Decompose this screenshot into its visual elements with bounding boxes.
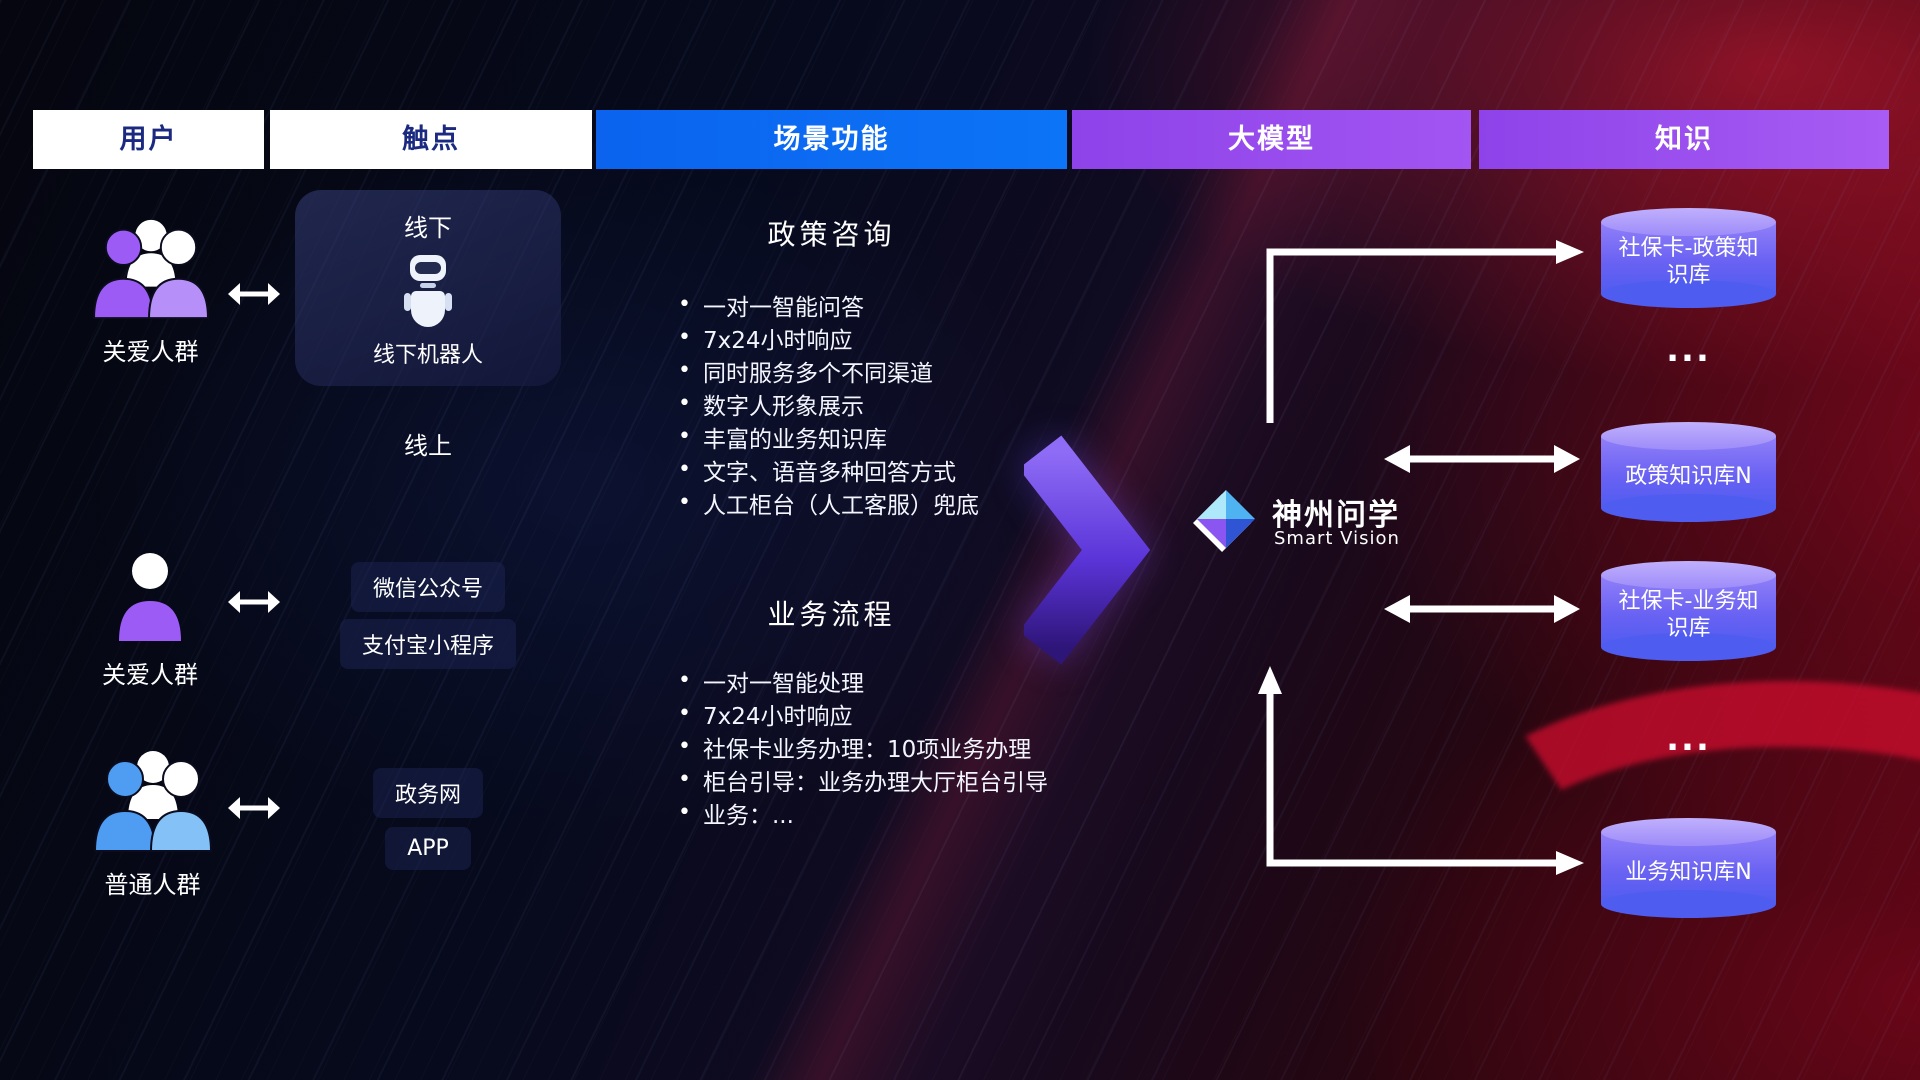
list-item: 社保卡业务办理：10项业务办理 (678, 730, 1048, 763)
model-name: 神州问学 (1272, 498, 1400, 533)
list-item: 数字人形象展示 (678, 387, 979, 420)
knowledge-db-business-n: 业务知识库N (1601, 818, 1776, 918)
robot-icon (404, 255, 452, 327)
knowledge-db-business-social: 社保卡-业务知识库 (1601, 561, 1776, 661)
user-care-group-2: 关爱人群 (100, 549, 200, 690)
person-icon (119, 553, 181, 641)
cylinder-label: 政策知识库N (1625, 463, 1752, 489)
channel-gov-web: 政务网 (295, 768, 561, 818)
scenario-policy-list: 一对一智能问答 7x24小时响应 同时服务多个不同渠道 数字人形象展示 丰富的业… (678, 288, 979, 519)
scenario-business-list: 一对一智能处理 7x24小时响应 社保卡业务办理：10项业务办理 柜台引导：业务… (678, 664, 1048, 829)
column-header-touchpoint: 触点 (270, 110, 592, 169)
offline-robot-card: 线下 线下机器人 (295, 190, 561, 386)
general-group-icon (93, 751, 212, 852)
column-header-scenario: 场景功能 (596, 110, 1067, 169)
channel-app: APP (295, 827, 561, 870)
online-title: 线上 (404, 432, 452, 460)
column-header-user: 用户 (33, 110, 264, 169)
cylinder-label: 社保卡-政策知识库 (1618, 236, 1759, 288)
offline-title: 线下 (404, 214, 452, 242)
list-item: 7x24小时响应 (678, 697, 1048, 730)
offline-robot-label: 线下机器人 (372, 343, 483, 368)
channel-label: 政务网 (372, 768, 483, 818)
channel-label: 微信公众号 (350, 562, 505, 612)
user-label: 关爱人群 (102, 338, 199, 366)
user-care-group-1: 关爱人群 (78, 212, 223, 367)
list-item: 柜台引导：业务办理大厅柜台引导 (678, 763, 1048, 796)
scenario-title-policy: 政策咨询 (767, 218, 896, 251)
list-item: 同时服务多个不同渠道 (678, 354, 979, 387)
user-general-group: 普通人群 (80, 743, 225, 900)
knowledge-db-policy-social: 社保卡-政策知识库 (1601, 208, 1776, 308)
list-item: 一对一智能问答 (678, 288, 979, 321)
double-arrow-icon (228, 797, 280, 819)
knowledge-ellipsis-2: ... (1666, 719, 1711, 759)
knowledge-db-policy-n: 政策知识库N (1601, 422, 1776, 522)
channel-label: APP (385, 827, 471, 870)
list-item: 文字、语音多种回答方式 (678, 453, 979, 486)
double-arrow-icon (228, 283, 280, 305)
connector-to-db3 (1408, 605, 1556, 613)
connector-to-db2 (1408, 455, 1556, 463)
big-flow-arrow (1024, 435, 1151, 665)
cylinder-label: 社保卡-业务知识库 (1618, 589, 1759, 641)
channel-wechat: 微信公众号 (295, 562, 561, 612)
column-header-model: 大模型 (1072, 110, 1471, 169)
list-item: 人工柜台（人工客服）兜底 (678, 486, 979, 519)
model-subtitle: Smart Vision (1274, 528, 1400, 549)
diamond-logo-icon (1193, 489, 1256, 552)
list-item: 一对一智能处理 (678, 664, 1048, 697)
list-item: 7x24小时响应 (678, 321, 979, 354)
connector-to-db1 (1266, 248, 1556, 423)
care-group-icon (92, 219, 209, 320)
user-label: 关爱人群 (102, 661, 198, 689)
connector-to-db4 (1266, 692, 1556, 867)
double-arrow-icon (228, 591, 280, 613)
list-item: 丰富的业务知识库 (678, 420, 979, 453)
cylinder-label: 业务知识库N (1625, 859, 1752, 885)
scenario-title-business: 业务流程 (767, 598, 896, 631)
user-label: 普通人群 (104, 871, 201, 899)
column-header-knowledge: 知识 (1479, 110, 1889, 169)
channel-label: 支付宝小程序 (339, 619, 516, 669)
channel-alipay: 支付宝小程序 (295, 619, 561, 669)
list-item: 业务：... (678, 796, 1048, 829)
knowledge-ellipsis-1: ... (1666, 330, 1711, 370)
